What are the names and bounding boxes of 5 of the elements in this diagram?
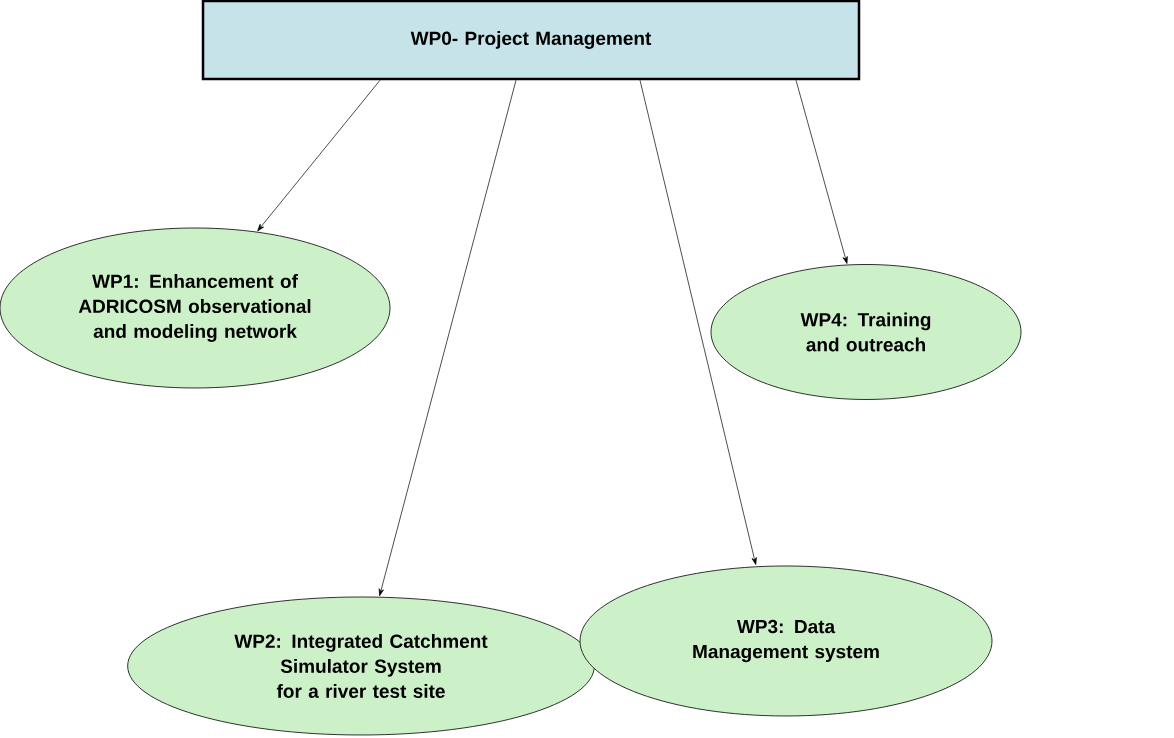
title-box: WP0- Project Management [201,0,861,81]
arrow [639,79,757,565]
arrow [257,79,381,232]
arrow [378,79,517,597]
arrow [795,79,848,264]
